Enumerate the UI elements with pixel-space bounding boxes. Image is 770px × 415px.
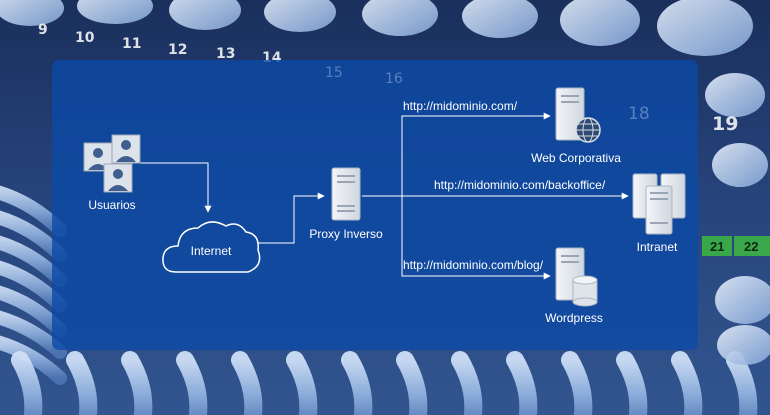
node-label-intranet: Intranet bbox=[637, 240, 678, 254]
users-icon bbox=[83, 134, 141, 193]
green-port-labels: 21 22 bbox=[702, 236, 770, 256]
node-label-web: Web Corporativa bbox=[531, 151, 621, 165]
port-number-21: 21 bbox=[710, 239, 724, 254]
background-plugs-top bbox=[0, 0, 753, 56]
node-web: Web Corporativa bbox=[531, 87, 621, 165]
node-users: Usuarios bbox=[83, 134, 141, 212]
node-proxy: Proxy Inverso bbox=[309, 167, 383, 241]
node-internet: Internet bbox=[162, 221, 261, 273]
route-label-web: http://midominio.com/ bbox=[403, 99, 518, 113]
port-number-10: 10 bbox=[75, 30, 95, 46]
route-label-wordpress: http://midominio.com/blog/ bbox=[403, 258, 544, 272]
connectors bbox=[140, 112, 629, 280]
port-number-9: 9 bbox=[38, 22, 48, 38]
port-number-13: 13 bbox=[216, 46, 235, 62]
node-label-proxy: Proxy Inverso bbox=[309, 227, 383, 241]
node-intranet: Intranet bbox=[632, 173, 686, 254]
port-numbers-panel: 15 16 18 bbox=[325, 65, 650, 124]
connector-users-to-internet bbox=[140, 162, 212, 213]
background-cables-bottom bbox=[11, 351, 758, 415]
server-database-icon bbox=[555, 247, 598, 307]
port-number-16: 16 bbox=[385, 71, 403, 87]
connector-internet-to-proxy bbox=[257, 192, 325, 244]
web-server-globe-icon bbox=[555, 87, 601, 143]
server-icon bbox=[331, 167, 361, 221]
server-cluster-icon bbox=[632, 173, 686, 235]
port-number-19: 19 bbox=[712, 113, 738, 135]
port-number-18: 18 bbox=[628, 104, 650, 124]
connector-proxy-to-wordpress bbox=[401, 196, 551, 280]
node-wordpress: Wordpress bbox=[545, 247, 603, 325]
green-port-label-bg-22 bbox=[734, 236, 770, 256]
node-label-wordpress: Wordpress bbox=[545, 311, 603, 325]
green-port-label-bg-21 bbox=[702, 236, 732, 256]
background-cables-right bbox=[705, 73, 770, 365]
port-number-22: 22 bbox=[744, 239, 758, 254]
port-number-11: 11 bbox=[122, 36, 141, 52]
cloud-icon bbox=[162, 221, 261, 273]
port-number-15: 15 bbox=[325, 65, 343, 81]
node-label-users: Usuarios bbox=[88, 198, 135, 212]
port-number-12: 12 bbox=[168, 42, 187, 58]
diagram-panel bbox=[52, 60, 698, 350]
node-label-internet: Internet bbox=[191, 244, 232, 258]
route-label-intranet: http://midominio.com/backoffice/ bbox=[434, 178, 606, 192]
